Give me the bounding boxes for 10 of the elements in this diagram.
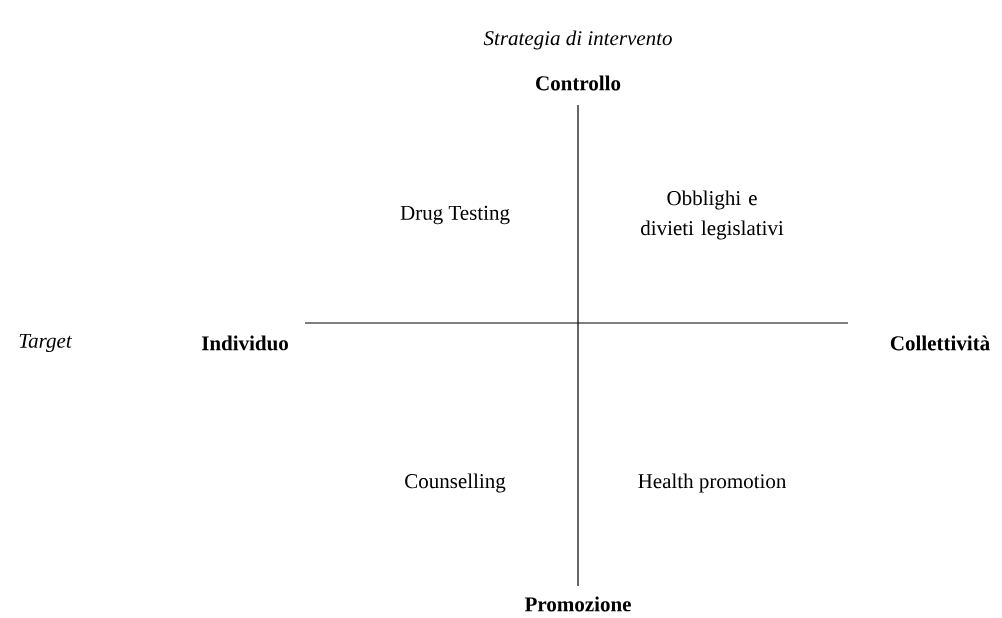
quadrant-label: Counselling [405,473,506,493]
axis-title: Target [19,333,73,353]
axis-label: Promozione [524,596,631,612]
axis-label: Collettività [890,335,990,351]
quadrant-label: Health promotion [638,473,787,493]
quadrant-label: Drug Testing [400,205,510,225]
quadrant-label: Obblighi e divieti legislativi [641,190,784,240]
axis-title: Strategia di intervento [483,30,672,50]
axis-label: Controllo [536,75,621,91]
axis-label: Individuo [201,335,288,351]
